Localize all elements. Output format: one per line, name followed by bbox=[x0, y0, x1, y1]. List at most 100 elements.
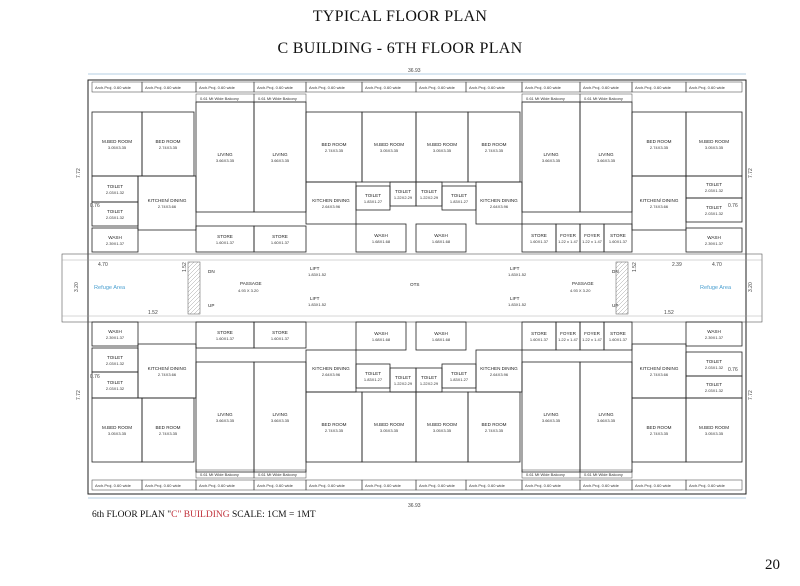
svg-text:STORE: STORE bbox=[610, 233, 626, 238]
svg-text:FOYER: FOYER bbox=[560, 331, 577, 336]
svg-text:M.BED ROOM: M.BED ROOM bbox=[102, 139, 132, 144]
svg-text:3.20: 3.20 bbox=[74, 282, 80, 292]
svg-text:3.66X3.35: 3.66X3.35 bbox=[216, 418, 235, 423]
svg-text:4.93 X 3.20: 4.93 X 3.20 bbox=[238, 288, 259, 293]
svg-text:FOYER: FOYER bbox=[584, 331, 601, 336]
arch-projection-label: Arch.Proj. 0.60 wide bbox=[199, 483, 236, 488]
svg-text:KITCHEN DINING: KITCHEN DINING bbox=[312, 198, 350, 203]
balcony-label: 0.61 Mt Wide Balcony bbox=[200, 472, 239, 477]
arch-projection-label: Arch.Proj. 0.60 wide bbox=[525, 85, 562, 90]
svg-text:TOILET: TOILET bbox=[107, 355, 123, 360]
svg-text:2.39X1.37: 2.39X1.37 bbox=[705, 335, 724, 340]
building-outline bbox=[87, 79, 747, 495]
svg-text:2.74X3.35: 2.74X3.35 bbox=[159, 431, 178, 436]
svg-text:2.03X1.32: 2.03X1.32 bbox=[106, 190, 125, 195]
svg-text:WASH: WASH bbox=[434, 233, 448, 238]
svg-text:1.60X1.37: 1.60X1.37 bbox=[530, 337, 549, 342]
svg-text:BED ROOM: BED ROOM bbox=[155, 139, 180, 144]
svg-text:WASH: WASH bbox=[108, 329, 122, 334]
svg-text:TOILET: TOILET bbox=[451, 371, 467, 376]
svg-text:7.72: 7.72 bbox=[748, 168, 754, 178]
svg-text:STORE: STORE bbox=[217, 234, 233, 239]
svg-text:2.03X1.32: 2.03X1.32 bbox=[106, 215, 125, 220]
svg-text:1.83X1.27: 1.83X1.27 bbox=[450, 199, 469, 204]
svg-text:1.68X1.68: 1.68X1.68 bbox=[372, 239, 391, 244]
svg-text:1.68X1.68: 1.68X1.68 bbox=[432, 239, 451, 244]
svg-text:0.76: 0.76 bbox=[90, 374, 100, 380]
svg-text:2.74X3.66: 2.74X3.66 bbox=[158, 204, 177, 209]
svg-text:3.66X3.35: 3.66X3.35 bbox=[597, 418, 616, 423]
arch-projection-label: Arch.Proj. 0.60 wide bbox=[95, 85, 132, 90]
arch-projection-label: Arch.Proj. 0.60 wide bbox=[199, 85, 236, 90]
svg-text:TOILET: TOILET bbox=[107, 209, 123, 214]
svg-text:2.39X1.37: 2.39X1.37 bbox=[106, 335, 125, 340]
corridor-labels: Refuge Area Refuge Area DN UP DN UP PASS… bbox=[74, 262, 754, 316]
svg-text:3.66X3.35: 3.66X3.35 bbox=[597, 158, 616, 163]
arch-projection-cell-top bbox=[685, 81, 743, 93]
svg-text:KITCHEN DINING: KITCHEN DINING bbox=[312, 366, 350, 371]
arch-projection-label: Arch.Proj. 0.60 wide bbox=[145, 85, 182, 90]
side-dimensions: 7.72 7.72 7.72 7.72 0.76 0.76 0.76 0.76 bbox=[76, 168, 754, 400]
svg-text:PASSAGE: PASSAGE bbox=[572, 281, 594, 286]
svg-text:0.76: 0.76 bbox=[90, 203, 100, 209]
svg-text:KITCHEN/ DINING: KITCHEN/ DINING bbox=[640, 366, 679, 371]
svg-text:2.03X1.32: 2.03X1.32 bbox=[705, 365, 724, 370]
svg-text:1.83X1.52: 1.83X1.52 bbox=[308, 302, 327, 307]
svg-text:1.22 x 1.47: 1.22 x 1.47 bbox=[582, 239, 603, 244]
arch-projection-strip-bottom: Arch.Proj. 0.60 wide Arch.Proj. 0.60 wide… bbox=[91, 469, 743, 491]
svg-text:3.05X3.35: 3.05X3.35 bbox=[705, 145, 724, 150]
arch-projection-strip-top: Arch.Proj. 0.60 wide Arch.Proj. 0.60 wide… bbox=[91, 81, 743, 103]
svg-text:LIVING: LIVING bbox=[217, 152, 232, 157]
svg-text:WASH: WASH bbox=[434, 331, 448, 336]
balcony-label: 0.61 Mt Wide Balcony bbox=[584, 472, 623, 477]
balcony bbox=[579, 469, 633, 479]
arch-projection-label: Arch.Proj. 0.60 wide bbox=[257, 483, 294, 488]
svg-text:2.74X3.35: 2.74X3.35 bbox=[650, 145, 669, 150]
svg-text:3.05X3.35: 3.05X3.35 bbox=[433, 428, 452, 433]
svg-text:1.68X1.68: 1.68X1.68 bbox=[432, 337, 451, 342]
svg-text:1.60X1.37: 1.60X1.37 bbox=[216, 336, 235, 341]
svg-text:1.83X1.52: 1.83X1.52 bbox=[508, 272, 527, 277]
svg-text:1.83X1.27: 1.83X1.27 bbox=[364, 377, 383, 382]
svg-text:2.03X1.32: 2.03X1.32 bbox=[106, 361, 125, 366]
arch-projection-label: Arch.Proj. 0.60 wide bbox=[635, 483, 672, 488]
svg-text:3.05X3.35: 3.05X3.35 bbox=[705, 431, 724, 436]
stair-shaft-left bbox=[187, 261, 201, 315]
svg-text:3.66X3.35: 3.66X3.35 bbox=[271, 418, 290, 423]
svg-text:2.03X1.32: 2.03X1.32 bbox=[705, 188, 724, 193]
svg-text:PASSAGE: PASSAGE bbox=[240, 281, 262, 286]
svg-text:2.74X3.66: 2.74X3.66 bbox=[158, 372, 177, 377]
svg-text:1.22 x 1.47: 1.22 x 1.47 bbox=[558, 239, 579, 244]
caption-building: C" BUILDING bbox=[171, 510, 230, 520]
svg-text:LIFT: LIFT bbox=[510, 296, 520, 301]
arch-projection-label: Arch.Proj. 0.60 wide bbox=[689, 483, 726, 488]
svg-text:4.70: 4.70 bbox=[712, 262, 722, 268]
svg-text:TOILET: TOILET bbox=[706, 205, 722, 210]
